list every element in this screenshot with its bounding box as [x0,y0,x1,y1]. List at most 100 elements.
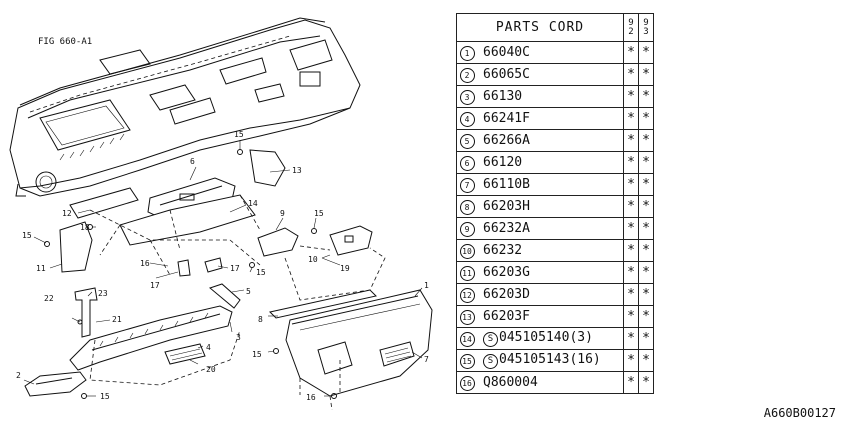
part-code-cell: 66203F [477,305,624,328]
part-number-cell: 7 [456,173,477,196]
year-92-mark: * [623,239,639,262]
callout-21: 21 [112,315,122,324]
year-92-mark: * [623,63,639,86]
standard-part-symbol: S [483,354,498,369]
part-number-circle: 14 [459,331,475,347]
table-row: 4 66241F ** [456,107,654,130]
part-number-circle: 3 [459,89,475,105]
callout-15-b: 15 [22,231,32,240]
year-93-mark: * [638,283,654,306]
year-93-mark: * [638,173,654,196]
part-code: 66266A [483,133,530,148]
callout-11: 11 [36,264,46,273]
part-number-circle: 5 [459,133,475,149]
callout-16-b: 16 [306,393,316,402]
callout-15-d: 15 [256,268,266,277]
year-92-mark: * [623,327,639,350]
part-number-cell: 2 [456,63,477,86]
year-93-mark: * [638,371,654,394]
part-code: 045105143(16) [499,352,601,367]
part-code: 66130 [483,89,523,104]
part-code-cell: 66266A [477,129,624,152]
part-code: 66120 [483,155,523,170]
part-number-circle: 12 [459,287,475,303]
figure-label: FIG 660-A1 [38,37,92,47]
parts-cord-header: PARTS CORD [456,13,624,42]
part-number-circle: 2 [459,67,475,83]
callout-23: 23 [98,289,108,298]
year-92-mark: * [623,217,639,240]
part-code-cell: Q860004 [477,371,624,394]
callout-18: 18 [80,223,90,232]
part-code: 66203D [483,287,530,302]
callout-4: 4 [206,343,211,352]
part-code-cell: 66110B [477,173,624,196]
part-number-circle: 16 [459,375,475,391]
part-number-cell: 9 [456,217,477,240]
leader-lines [23,140,423,397]
callout-19: 19 [340,264,350,273]
part-number-cell: 10 [456,239,477,262]
year-93-mark: * [638,85,654,108]
part-number-circle: 6 [459,155,475,171]
year-92-mark: * [623,371,639,394]
part-code-cell: 66120 [477,151,624,174]
lower-panel-assembly [24,283,241,397]
part-number-cell: 15 [456,349,477,372]
part-number-cell: 14 [456,327,477,350]
year-92-mark: * [623,283,639,306]
year-93-mark: * [638,151,654,174]
part-number-circle: 15 [459,353,475,369]
callout-labels: 15 6 13 14 12 18 15 9 15 11 16 17 15 10 … [16,130,429,402]
callout-6: 6 [190,157,195,166]
callout-10: 10 [308,255,318,264]
callout-15-f: 15 [100,392,110,401]
part-code: 66040C [483,45,530,60]
callout-15-a: 15 [234,130,244,139]
year-93-mark: * [638,107,654,130]
year-92-mark: * [623,85,639,108]
part-code: 66065C [483,67,530,82]
year-92-mark: * [623,305,639,328]
table-row: 3 66130 ** [456,85,654,108]
lower-cover-assembly [59,149,386,301]
part-code: 66203H [483,199,530,214]
part-number-circle: 4 [459,111,475,127]
part-number-circle: 8 [459,199,475,215]
part-code: 66241F [483,111,530,126]
exploded-parts-diagram: FIG 660-A1 [9,17,433,411]
reference-code: A660B00127 [763,406,836,420]
callout-13: 13 [292,166,302,175]
part-number-circle: 11 [459,265,475,281]
part-code-cell: 66130 [477,85,624,108]
part-number-circle: 10 [459,243,475,259]
callout-2: 2 [16,371,21,380]
part-code-cell: 66065C [477,63,624,86]
part-code: 66232 [483,243,523,258]
year-93-mark: * [638,305,654,328]
part-number-circle: 1 [459,45,475,61]
year-93-mark: * [638,349,654,372]
year-93-mark: * [638,41,654,64]
part-code: Q860004 [483,375,538,390]
part-number-cell: 5 [456,129,477,152]
year-93-mark: * [638,217,654,240]
year-92-mark: * [623,349,639,372]
year-92-mark: * [623,107,639,130]
part-number-cell: 4 [456,107,477,130]
table-row: 16 Q860004 ** [456,371,654,394]
callout-9: 9 [280,209,285,218]
part-code: 66203G [483,265,530,280]
